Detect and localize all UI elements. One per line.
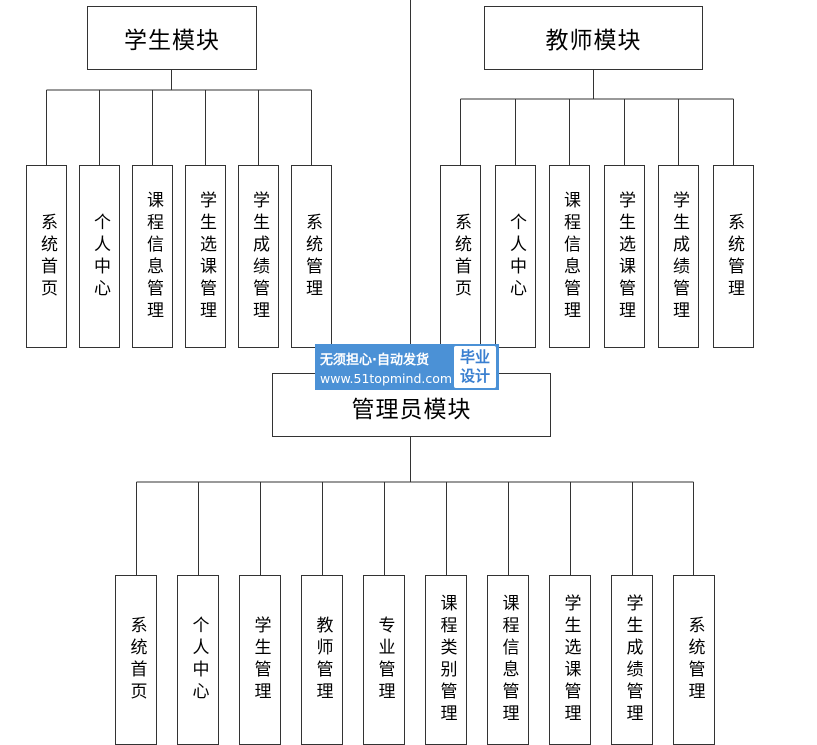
- teacher-child-label: 学生成绩管理: [669, 190, 689, 323]
- watermark-slogan: 无须担心·自动发货: [320, 353, 429, 368]
- admin-child-label: 专业管理: [374, 616, 395, 704]
- student-child-label: 课程信息管理: [143, 190, 163, 323]
- admin-child-9: 学生成绩管理: [611, 575, 653, 745]
- teacher-module-box: 教师模块: [484, 6, 703, 70]
- admin-child-label: 个人中心: [188, 616, 209, 704]
- teacher-child-1: 系统首页: [440, 165, 481, 348]
- student-child-2: 个人中心: [79, 165, 120, 348]
- admin-child-6: 课程类别管理: [425, 575, 467, 745]
- student-child-5: 学生成绩管理: [238, 165, 279, 348]
- admin-child-4: 教师管理: [301, 575, 343, 745]
- admin-child-label: 系统首页: [126, 616, 147, 704]
- teacher-child-label: 课程信息管理: [560, 190, 580, 323]
- student-child-6: 系统管理: [291, 165, 332, 348]
- student-child-label: 学生选课管理: [196, 190, 216, 323]
- teacher-child-label: 个人中心: [506, 212, 526, 301]
- teacher-child-3: 课程信息管理: [549, 165, 590, 348]
- teacher-child-5: 学生成绩管理: [658, 165, 699, 348]
- admin-child-label: 课程类别管理: [436, 594, 457, 726]
- teacher-child-6: 系统管理: [713, 165, 754, 348]
- admin-child-3: 学生管理: [239, 575, 281, 745]
- admin-child-label: 学生管理: [250, 616, 271, 704]
- admin-child-2: 个人中心: [177, 575, 219, 745]
- admin-child-7: 课程信息管理: [487, 575, 529, 745]
- watermark-url: www.51topmind.com: [320, 371, 453, 386]
- watermark-banner: 无须担心·自动发货 www.51topmind.com 毕业 设计: [315, 344, 499, 390]
- admin-child-label: 教师管理: [312, 616, 333, 704]
- admin-module-title: 管理员模块: [351, 397, 472, 423]
- student-module-title: 学生模块: [124, 28, 220, 54]
- teacher-child-label: 系统管理: [724, 212, 744, 301]
- admin-child-5: 专业管理: [363, 575, 405, 745]
- student-child-label: 学生成绩管理: [249, 190, 269, 323]
- teacher-child-label: 学生选课管理: [615, 190, 635, 323]
- admin-child-label: 学生成绩管理: [622, 594, 643, 726]
- teacher-module-title: 教师模块: [545, 28, 642, 54]
- student-child-3: 课程信息管理: [132, 165, 173, 348]
- student-child-label: 个人中心: [90, 212, 110, 301]
- admin-child-label: 学生选课管理: [560, 594, 581, 726]
- admin-child-10: 系统管理: [673, 575, 715, 745]
- student-child-4: 学生选课管理: [185, 165, 226, 348]
- watermark-badge-line1: 毕业: [459, 348, 490, 366]
- watermark-badge-line2: 设计: [459, 367, 490, 385]
- admin-child-label: 系统管理: [684, 616, 705, 704]
- admin-child-1: 系统首页: [115, 575, 157, 745]
- admin-child-8: 学生选课管理: [549, 575, 591, 745]
- teacher-child-2: 个人中心: [495, 165, 536, 348]
- student-child-label: 系统首页: [37, 212, 57, 301]
- teacher-child-label: 系统首页: [451, 212, 471, 301]
- watermark-badge: 毕业 设计: [454, 346, 496, 388]
- student-child-1: 系统首页: [26, 165, 67, 348]
- admin-child-label: 课程信息管理: [498, 594, 519, 726]
- teacher-child-4: 学生选课管理: [604, 165, 645, 348]
- student-child-label: 系统管理: [302, 212, 322, 301]
- student-module-box: 学生模块: [87, 6, 257, 70]
